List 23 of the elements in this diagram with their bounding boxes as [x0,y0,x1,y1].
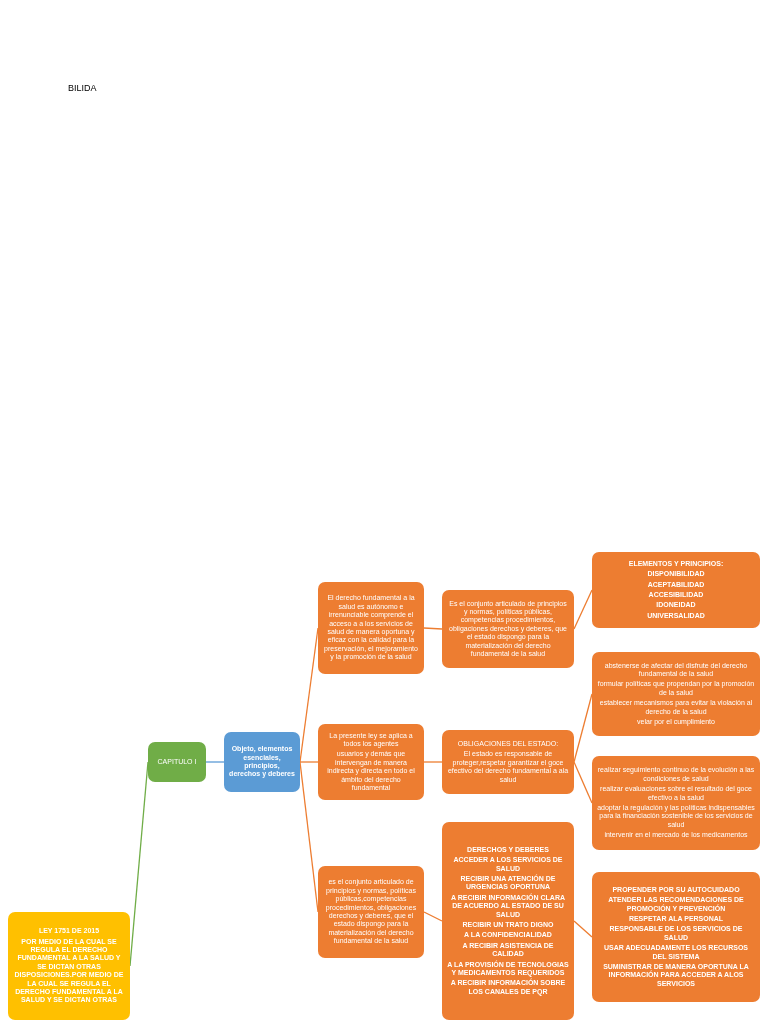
topic-box [318,866,424,958]
connector-line [573,920,593,938]
connector-line [423,761,443,763]
connector-line [205,761,225,763]
topic-box [318,582,424,674]
connector-line [423,627,443,630]
topic-box [442,730,574,794]
topic-box [592,552,760,628]
connector-line [573,693,593,763]
topic-box [592,756,760,850]
topic-box [148,742,206,782]
connector-line [299,761,319,763]
connector-line [573,589,593,630]
topic-box [592,872,760,1002]
topic-box [442,590,574,668]
page-heading: BILIDA [68,83,97,93]
topic-box [592,652,760,736]
topic-box [224,732,300,792]
connector-line [423,911,443,922]
topic-box [8,912,130,1020]
connector-line [573,761,593,804]
topic-box [442,822,574,1020]
topic-box [318,724,424,800]
